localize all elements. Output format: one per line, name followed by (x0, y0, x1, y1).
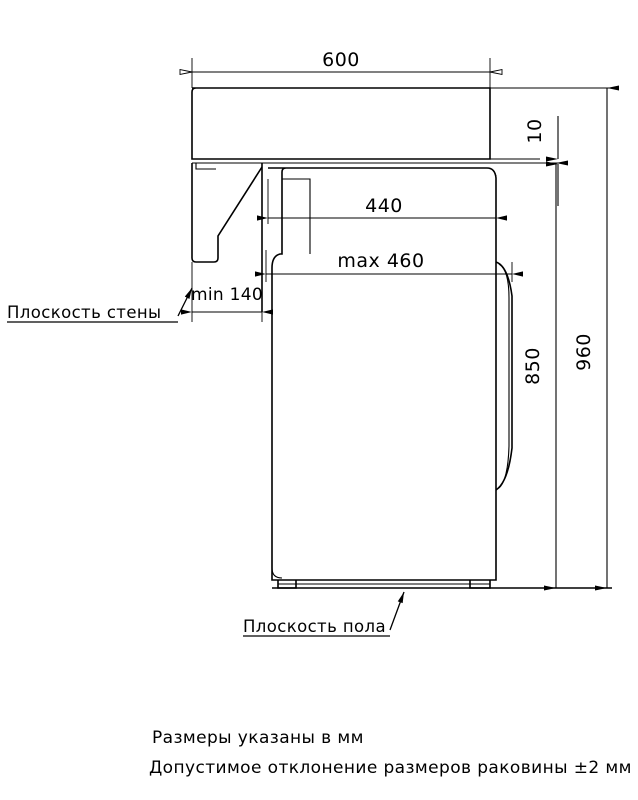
note-tolerance: Допустимое отклонение размеров раковины … (149, 758, 632, 778)
basin-left-bottom-bevel (271, 560, 283, 579)
dim-label-min-140: min 140 (191, 285, 263, 305)
dimension-850: 850 (496, 160, 568, 591)
basin-feet-and-floor (272, 580, 612, 589)
wall-plane-label: Плоскость стены (7, 303, 161, 322)
basin-left-recess (282, 178, 311, 254)
dimension-max-460: max 460 (255, 250, 523, 282)
dim-label-10: 10 (524, 118, 546, 143)
dimension-600: 600 (179, 49, 503, 88)
countertop-slab (191, 87, 491, 160)
dim-label-600: 600 (322, 49, 360, 71)
drawing-notes: Размеры указаны в мм Допустимое отклонен… (149, 728, 632, 778)
floor-plane-label: Плоскость пола (243, 617, 386, 636)
dimension-10: 10 (524, 116, 559, 206)
wall-plane-leader (177, 287, 193, 317)
dim-label-960: 960 (573, 333, 595, 371)
floor-plane-leader (389, 591, 405, 631)
basin-right-bulge-inner (498, 263, 510, 489)
basin-right-bulge (495, 261, 513, 491)
basin-body (268, 162, 513, 581)
dim-label-440: 440 (365, 195, 403, 217)
note-units: Размеры указаны в мм (152, 728, 364, 748)
bracket-notch (195, 163, 216, 170)
basin-outline (268, 167, 497, 581)
dim-label-max-460: max 460 (337, 250, 424, 272)
dimension-min-140: min 140 (181, 262, 273, 322)
countertop-assembly (191, 87, 540, 164)
dimension-440: 440 (257, 175, 507, 224)
dimension-960: 960 (490, 85, 619, 591)
bracket-profile (191, 163, 263, 263)
dim-label-850: 850 (522, 347, 544, 385)
wall-plane-annotation: Плоскость стены (7, 287, 193, 323)
floor-plane-annotation: Плоскость пола (243, 591, 405, 637)
